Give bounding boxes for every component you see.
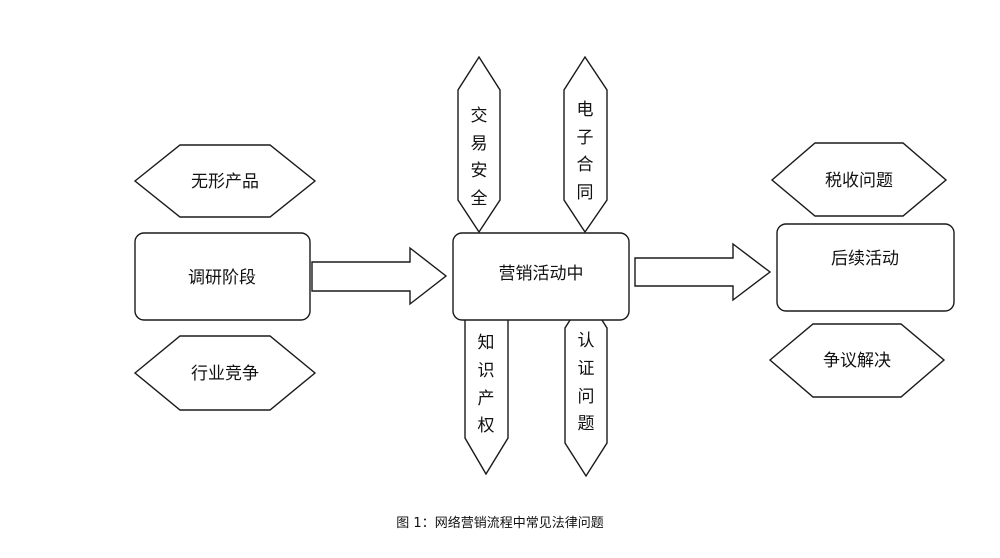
arrow-research-to-marketing [311,246,448,306]
char: 安 [471,161,488,181]
label-marketing-activity: 营销活动中 [499,264,584,284]
label-intangible-product: 无形产品 [191,172,259,192]
char: 合 [577,155,594,175]
box-followup-activity [776,223,955,312]
box-research-stage [134,232,311,321]
hexagon-tax-issue [770,142,948,217]
label-tax-issue: 税收问题 [825,171,893,191]
label-intellectual-property: 知 识 产 权 [478,333,495,436]
hexagon-transaction-security [457,55,501,234]
label-dispute-resolution: 争议解决 [823,351,891,371]
label-transaction-security: 交 易 安 全 [471,106,488,209]
label-research-stage: 调研阶段 [188,268,256,288]
char: 权 [478,416,495,436]
char: 易 [471,134,488,154]
hexagon-dispute-resolution [768,323,946,398]
char: 认 [578,331,595,351]
hexagon-industry-competition [133,335,317,411]
char: 识 [478,361,495,381]
char: 题 [578,414,595,434]
figure-caption: 图 1：网络营销流程中常见法律问题 [396,516,604,531]
label-electronic-contract: 电 子 合 同 [577,100,594,203]
label-followup-activity: 后续活动 [831,249,899,269]
arrow-marketing-to-followup [634,242,772,302]
char: 同 [577,183,594,203]
char: 全 [471,189,488,209]
hexagon-certification-issue [564,293,608,478]
box-marketing-activity [452,232,630,321]
label-certification-issue: 认 证 问 题 [578,331,595,434]
hexagon-intangible-product [133,144,317,218]
char: 电 [577,100,594,120]
label-industry-competition: 行业竞争 [191,364,259,384]
char: 知 [478,333,495,353]
char: 产 [478,389,495,409]
char: 交 [471,106,488,126]
char: 证 [578,359,595,379]
hexagon-electronic-contract [563,55,608,234]
char: 问 [578,387,595,407]
char: 子 [577,128,594,148]
